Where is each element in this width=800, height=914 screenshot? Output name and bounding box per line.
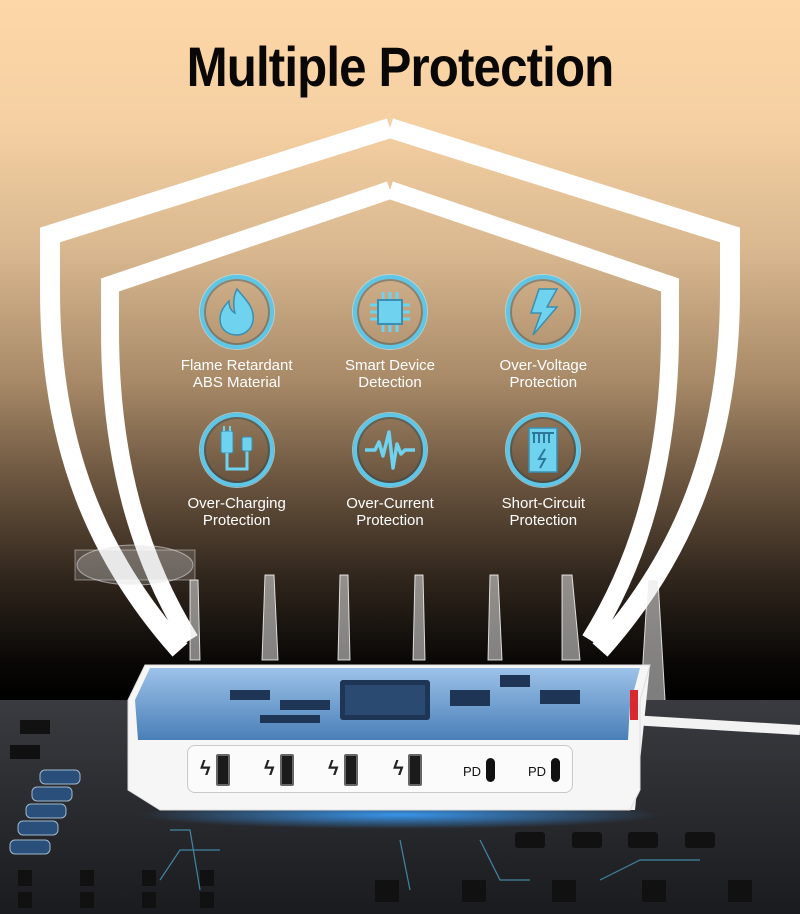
pulse-wave-icon bbox=[352, 413, 427, 487]
lightning-bolt-icon: ϟ bbox=[393, 758, 404, 780]
usb-a-port-2 bbox=[280, 754, 294, 786]
lightning-bolt-icon: ϟ bbox=[264, 758, 275, 780]
usb-c-port-1 bbox=[486, 758, 495, 782]
page-title: Multiple Protection bbox=[186, 35, 615, 98]
usb-a-port-4 bbox=[408, 754, 422, 786]
charging-ports-panel: ϟ ϟ ϟ ϟ PD PD bbox=[187, 745, 573, 793]
charger-cable-icon bbox=[199, 413, 274, 487]
pd-label-1: PD bbox=[463, 764, 482, 779]
lightning-bolt-icon: ϟ bbox=[328, 758, 339, 780]
flame-icon bbox=[199, 275, 274, 349]
usb-c-port-2 bbox=[551, 758, 560, 782]
usb-a-port-1 bbox=[216, 754, 230, 786]
battery-circuit-icon bbox=[506, 413, 581, 487]
pd-label-2: PD bbox=[528, 764, 547, 779]
lightning-bolt-icon bbox=[506, 275, 581, 349]
usb-a-port-3 bbox=[344, 754, 358, 786]
chip-icon bbox=[352, 275, 427, 349]
lightning-bolt-icon: ϟ bbox=[200, 758, 211, 780]
